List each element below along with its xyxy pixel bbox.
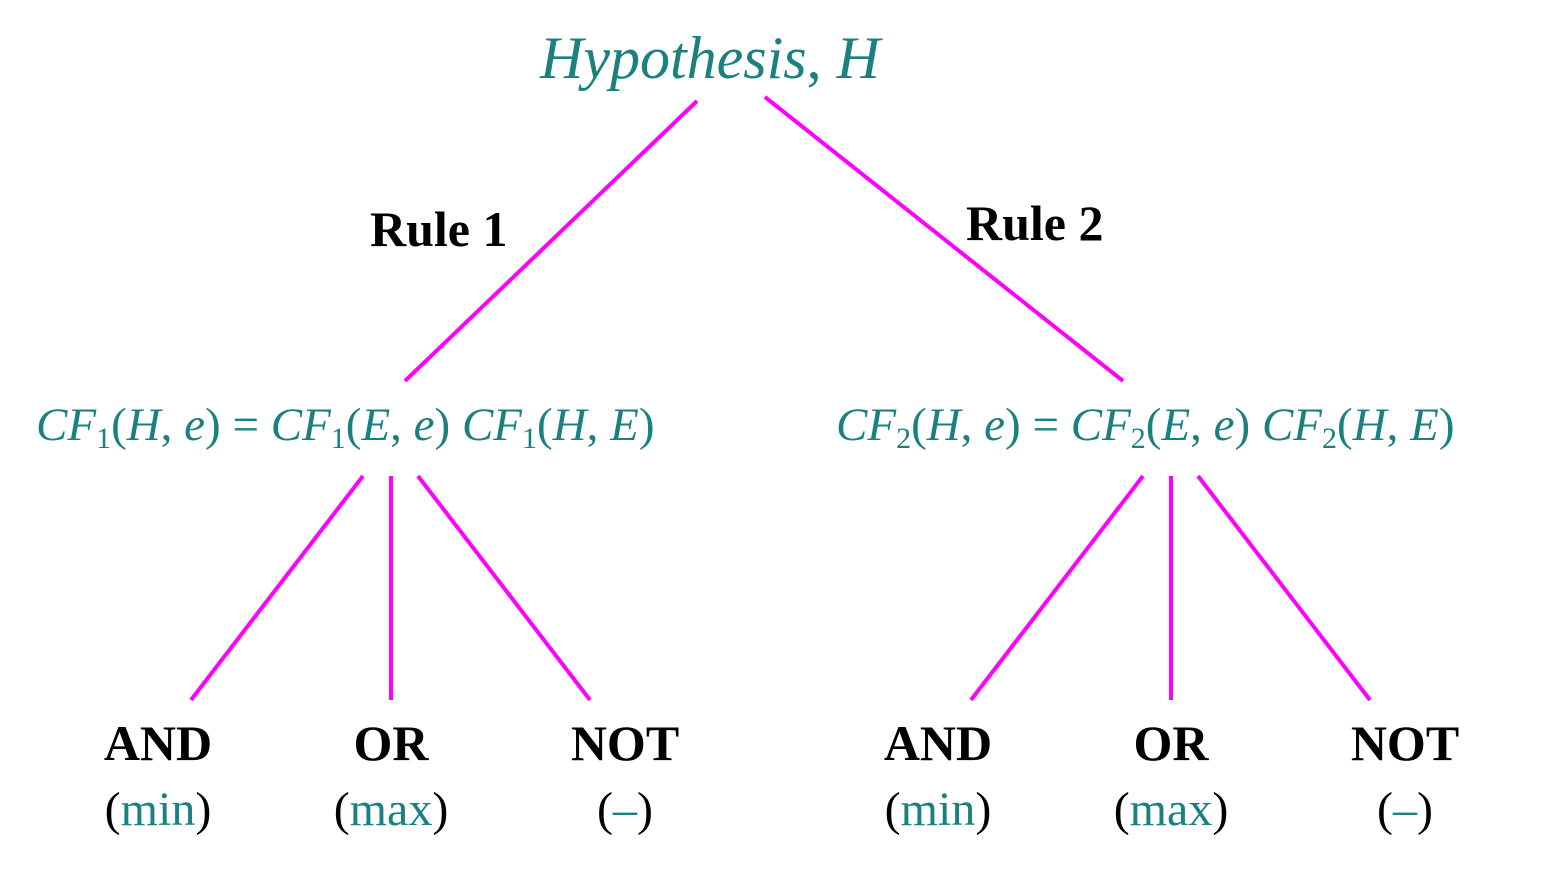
cf-symbol: CF [36, 399, 97, 451]
op-func: (min) [104, 783, 212, 836]
cf-symbol: CF [1070, 399, 1131, 451]
op-name: OR [1133, 715, 1209, 771]
op-func-value: max [349, 783, 433, 836]
h-var: H [552, 399, 587, 451]
cf-subscript: 2 [1322, 422, 1337, 455]
cf-subscript: 2 [1130, 422, 1146, 455]
op-func-value: min [120, 783, 196, 836]
rule-1-label: Rule 1 [370, 201, 508, 257]
op-name: AND [883, 715, 993, 771]
cf-symbol: CF [1261, 399, 1322, 451]
cf-symbol: CF [270, 399, 331, 451]
rule-2-op-and: AND (min) [838, 718, 1038, 834]
hypothesis-node: Hypothesis, H [0, 28, 1420, 88]
rule-1-op-or: OR (max) [291, 718, 491, 834]
rule-2-formula: CF2(H, e) = CF2(E, e) CF2(H, E) [836, 399, 1455, 455]
op-func-value: – [1393, 783, 1417, 836]
cf-symbol: CF [461, 399, 522, 451]
e-evidence-var: e [984, 399, 1006, 451]
op-name: NOT [570, 715, 680, 771]
op-func-value: – [613, 783, 637, 836]
edge-rule1-and [189, 474, 365, 702]
rule-2-op-or: OR (max) [1071, 718, 1271, 834]
h-var: H [1352, 399, 1387, 451]
rule-1-op-not: NOT (–) [525, 718, 725, 834]
cf-subscript: 1 [522, 422, 537, 455]
hypothesis-sep: , [806, 25, 837, 91]
op-name: NOT [1350, 715, 1460, 771]
cf-subscript: 2 [896, 422, 912, 455]
op-func: (min) [884, 783, 992, 836]
edge-hypothesis-rule1 [403, 99, 699, 383]
op-func: (max) [333, 783, 449, 836]
e-evidence-var: e [413, 399, 435, 451]
e-premise-var: E [1410, 399, 1439, 451]
e-premise-var: E [1161, 399, 1191, 451]
e-premise-var: E [361, 399, 391, 451]
edge-rule2-and [969, 474, 1145, 702]
h-var: H [926, 399, 961, 451]
cf-subscript: 1 [96, 422, 112, 455]
op-name: AND [103, 715, 213, 771]
e-evidence-var: e [184, 399, 206, 451]
op-func-value: max [1129, 783, 1213, 836]
edge-hypothesis-rule2 [763, 95, 1125, 383]
h-var: H [126, 399, 161, 451]
hypothesis-var: H [836, 25, 880, 91]
edge-rule1-not [416, 474, 592, 702]
hypothesis-name: Hypothesis [540, 25, 807, 91]
op-func-value: min [900, 783, 976, 836]
op-func: (–) [597, 783, 653, 836]
rule-2-label: Rule 2 [966, 195, 1104, 251]
cf-symbol: CF [836, 399, 897, 451]
rule-2-op-not: NOT (–) [1305, 718, 1505, 834]
e-premise-var: E [610, 399, 639, 451]
rule-1-formula: CF1(H, e) = CF1(E, e) CF1(H, E) [36, 399, 655, 455]
e-evidence-var: e [1213, 399, 1235, 451]
cf-subscript: 1 [330, 422, 346, 455]
edge-rule2-not [1196, 474, 1372, 702]
op-name: OR [353, 715, 429, 771]
op-func: (–) [1377, 783, 1433, 836]
rule-1-op-and: AND (min) [58, 718, 258, 834]
op-func: (max) [1113, 783, 1229, 836]
